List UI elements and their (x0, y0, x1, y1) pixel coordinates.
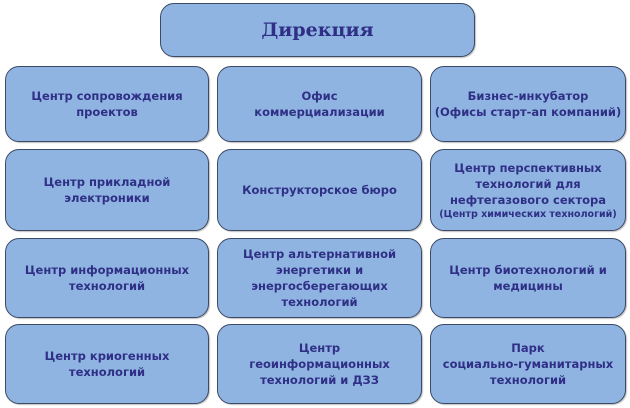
unit-label-line: энергосберегающих (251, 279, 388, 293)
unit-label-line: Центр криогенных (44, 349, 170, 363)
unit-label-line: технологий и ДЗЗ (260, 373, 379, 387)
unit-box: Парк социально-гуманитарных технологий (430, 324, 626, 404)
unit-label-line: электроники (64, 191, 150, 205)
unit-label-line: Центр информационных (24, 263, 190, 277)
unit-box: Центр альтернативной энергетики и энергосб… (217, 238, 422, 318)
unit-label-line: Офис (301, 89, 338, 103)
unit-box: Центр информационных технологий (5, 238, 209, 318)
unit-label-line: Центр сопровождения (31, 89, 183, 103)
unit-box: Центр геоинформационных технологий и ДЗЗ (217, 324, 422, 404)
unit-label-line: медицины (493, 279, 563, 293)
unit-label-line: (Офисы старт-ап компаний) (434, 105, 622, 119)
directorate-box: Дирекция (160, 3, 475, 57)
unit-box: Офис коммерциализации (217, 66, 422, 142)
unit-box: Центр криогенных технологий (5, 324, 209, 404)
unit-label-line: Конструкторское бюро (242, 183, 397, 197)
unit-label-line: Бизнес-инкубатор (467, 89, 589, 103)
unit-label-line: геоинформационных (249, 357, 390, 371)
unit-box: Центр биотехнологий и медицины (430, 238, 626, 318)
unit-box: Центр сопровождения проектов (5, 66, 209, 142)
unit-label-line: технологий (68, 365, 146, 379)
unit-label-line: Центр прикладной (43, 175, 171, 189)
unit-label-line: технологий (281, 295, 358, 309)
unit-label-line: энергетики и (275, 263, 364, 277)
unit-label-line: Центр перспективных (454, 160, 602, 175)
unit-label-line: технологий (489, 373, 567, 387)
unit-label-line: технологий для (475, 176, 581, 191)
unit-label-line: коммерциализации (254, 105, 385, 119)
unit-label-line: Центр (298, 341, 341, 355)
unit-label-line: Центр биотехнологий и (449, 263, 607, 277)
unit-label-line: социально-гуманитарных (442, 357, 614, 371)
unit-label-line: технологий (68, 279, 146, 293)
unit-box: Центр прикладной электроники (5, 149, 209, 231)
unit-box: Конструкторское бюро (217, 149, 422, 231)
directorate-label: Дирекция (261, 19, 374, 41)
unit-label-line: нефтегазового сектора (449, 192, 607, 207)
unit-note: (Центр химических технологий) (439, 208, 617, 220)
unit-label-line: Парк (511, 341, 545, 355)
unit-box: Бизнес-инкубатор (Офисы старт-ап компаний… (430, 66, 626, 142)
unit-label-line: Центр альтернативной (242, 247, 397, 261)
unit-label-line: проектов (76, 105, 138, 119)
